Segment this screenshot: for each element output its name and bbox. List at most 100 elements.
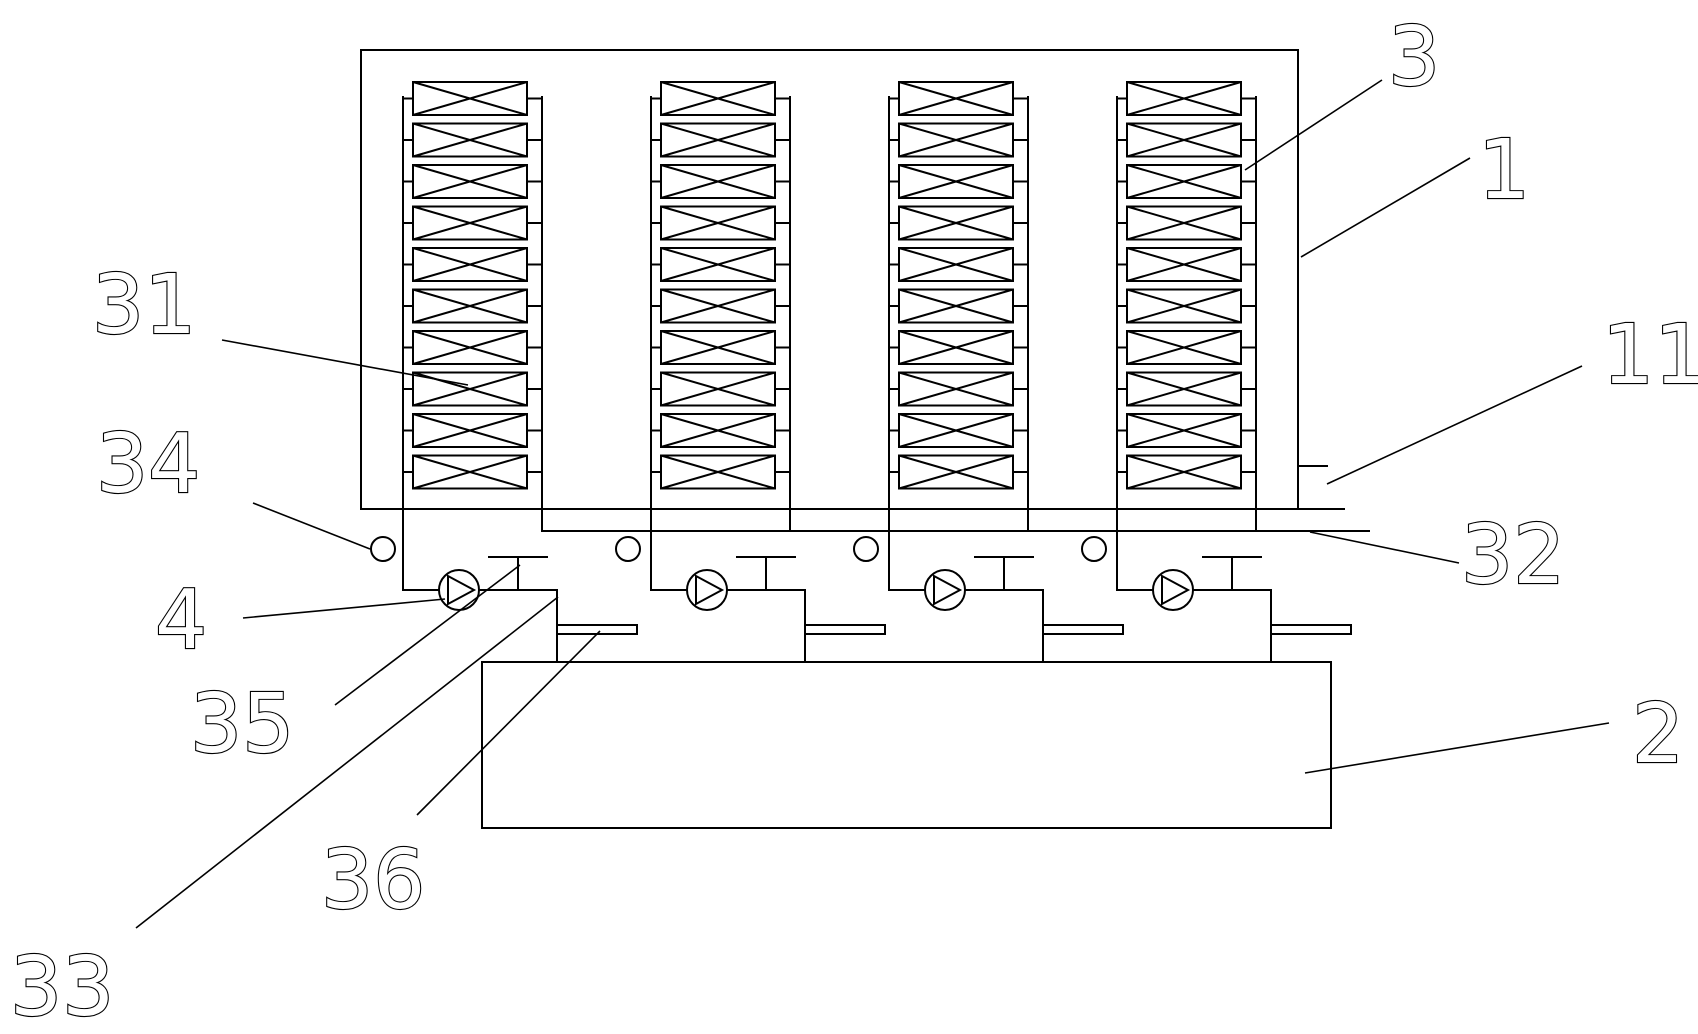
battery-stack: [402, 81, 543, 531]
module-cross: [412, 413, 528, 448]
drain-spout: [1042, 624, 1124, 635]
battery-module: [412, 413, 528, 448]
module-cross: [412, 164, 528, 199]
battery-module: [412, 122, 528, 158]
module-cross: [1126, 81, 1242, 116]
module-cross: [412, 371, 528, 407]
module-cross: [660, 247, 776, 282]
battery-module: [660, 122, 776, 158]
module-cross: [660, 122, 776, 158]
pump-unit: [1081, 509, 1352, 662]
pump-supply-pipe: [402, 509, 439, 591]
leader-lines: [135, 79, 1610, 929]
battery-module: [898, 122, 1014, 158]
drain-spout: [1270, 624, 1352, 635]
battery-module: [898, 247, 1014, 282]
battery-module: [1126, 247, 1242, 282]
module-cross: [660, 330, 776, 365]
battery-module: [412, 247, 528, 282]
battery-module: [1126, 122, 1242, 158]
module-cross: [412, 454, 528, 490]
sensor-circle: [853, 536, 879, 562]
label-34: 34: [96, 417, 200, 512]
leader-34: [252, 502, 371, 550]
pump-arrow: [695, 574, 725, 606]
battery-module: [1126, 413, 1242, 448]
battery-module: [660, 330, 776, 365]
battery-module: [1126, 288, 1242, 324]
battery-module: [412, 288, 528, 324]
pump-units: [370, 509, 1352, 662]
module-cross: [898, 371, 1014, 407]
sensor-circle: [370, 536, 396, 562]
label-31: 31: [92, 258, 196, 353]
battery-module: [1126, 205, 1242, 241]
battery-module: [660, 205, 776, 241]
battery-stacks: [402, 81, 1257, 531]
module-cross: [660, 81, 776, 116]
pump-unit: [615, 509, 886, 662]
label-1: 1: [1478, 123, 1530, 218]
pump-supply-pipe: [888, 509, 925, 591]
label-2: 2: [1632, 687, 1684, 782]
pump-arrow: [1161, 574, 1191, 606]
module-cross: [898, 81, 1014, 116]
module-cross: [1126, 330, 1242, 365]
leader-11: [1326, 365, 1583, 485]
reference-labels: 3 1 31 11 34 32 4 35 2 36 33: [9, 9, 1698, 1034]
module-cross: [660, 371, 776, 407]
coolant-tank: [481, 661, 1332, 829]
pump-discharge-pipe: [479, 589, 558, 662]
battery-module: [412, 371, 528, 407]
module-cross: [898, 288, 1014, 324]
module-cross: [412, 247, 528, 282]
module-cross: [898, 454, 1014, 490]
module-cross: [898, 330, 1014, 365]
module-cross: [1126, 122, 1242, 158]
label-33: 33: [10, 940, 114, 1034]
battery-module: [1126, 164, 1242, 199]
battery-module: [898, 288, 1014, 324]
drain-spout: [804, 624, 886, 635]
pump-discharge-pipe: [1193, 589, 1272, 662]
leader-3: [1244, 79, 1383, 171]
module-cross: [898, 164, 1014, 199]
pump-discharge-pipe: [965, 589, 1044, 662]
battery-module: [412, 81, 528, 116]
leader-33: [135, 596, 559, 929]
battery-module: [660, 288, 776, 324]
battery-module: [1126, 454, 1242, 490]
module-cross: [412, 122, 528, 158]
battery-module: [898, 205, 1014, 241]
battery-module: [660, 371, 776, 407]
pump-arrow: [447, 574, 477, 606]
label-36: 36: [321, 833, 425, 928]
label-35: 35: [190, 677, 294, 772]
battery-module: [1126, 330, 1242, 365]
battery-module: [412, 164, 528, 199]
module-cross: [898, 247, 1014, 282]
battery-module: [1126, 81, 1242, 116]
module-cross: [898, 413, 1014, 448]
battery-module: [898, 330, 1014, 365]
module-cross: [412, 288, 528, 324]
battery-module: [660, 454, 776, 490]
module-cross: [1126, 205, 1242, 241]
label-32: 32: [1461, 508, 1565, 603]
module-cross: [412, 330, 528, 365]
module-cross: [660, 164, 776, 199]
module-cross: [1126, 164, 1242, 199]
module-cross: [412, 205, 528, 241]
battery-stack: [888, 81, 1029, 531]
pump-supply-pipe: [650, 509, 687, 591]
battery-module: [1126, 371, 1242, 407]
sensor-circle: [615, 536, 641, 562]
module-cross: [660, 454, 776, 490]
drain-spout: [556, 624, 638, 635]
label-3: 3: [1388, 10, 1440, 105]
module-cross: [1126, 413, 1242, 448]
battery-module: [898, 371, 1014, 407]
module-cross: [1126, 371, 1242, 407]
leader-4: [242, 598, 446, 619]
pump-arrow: [933, 574, 963, 606]
